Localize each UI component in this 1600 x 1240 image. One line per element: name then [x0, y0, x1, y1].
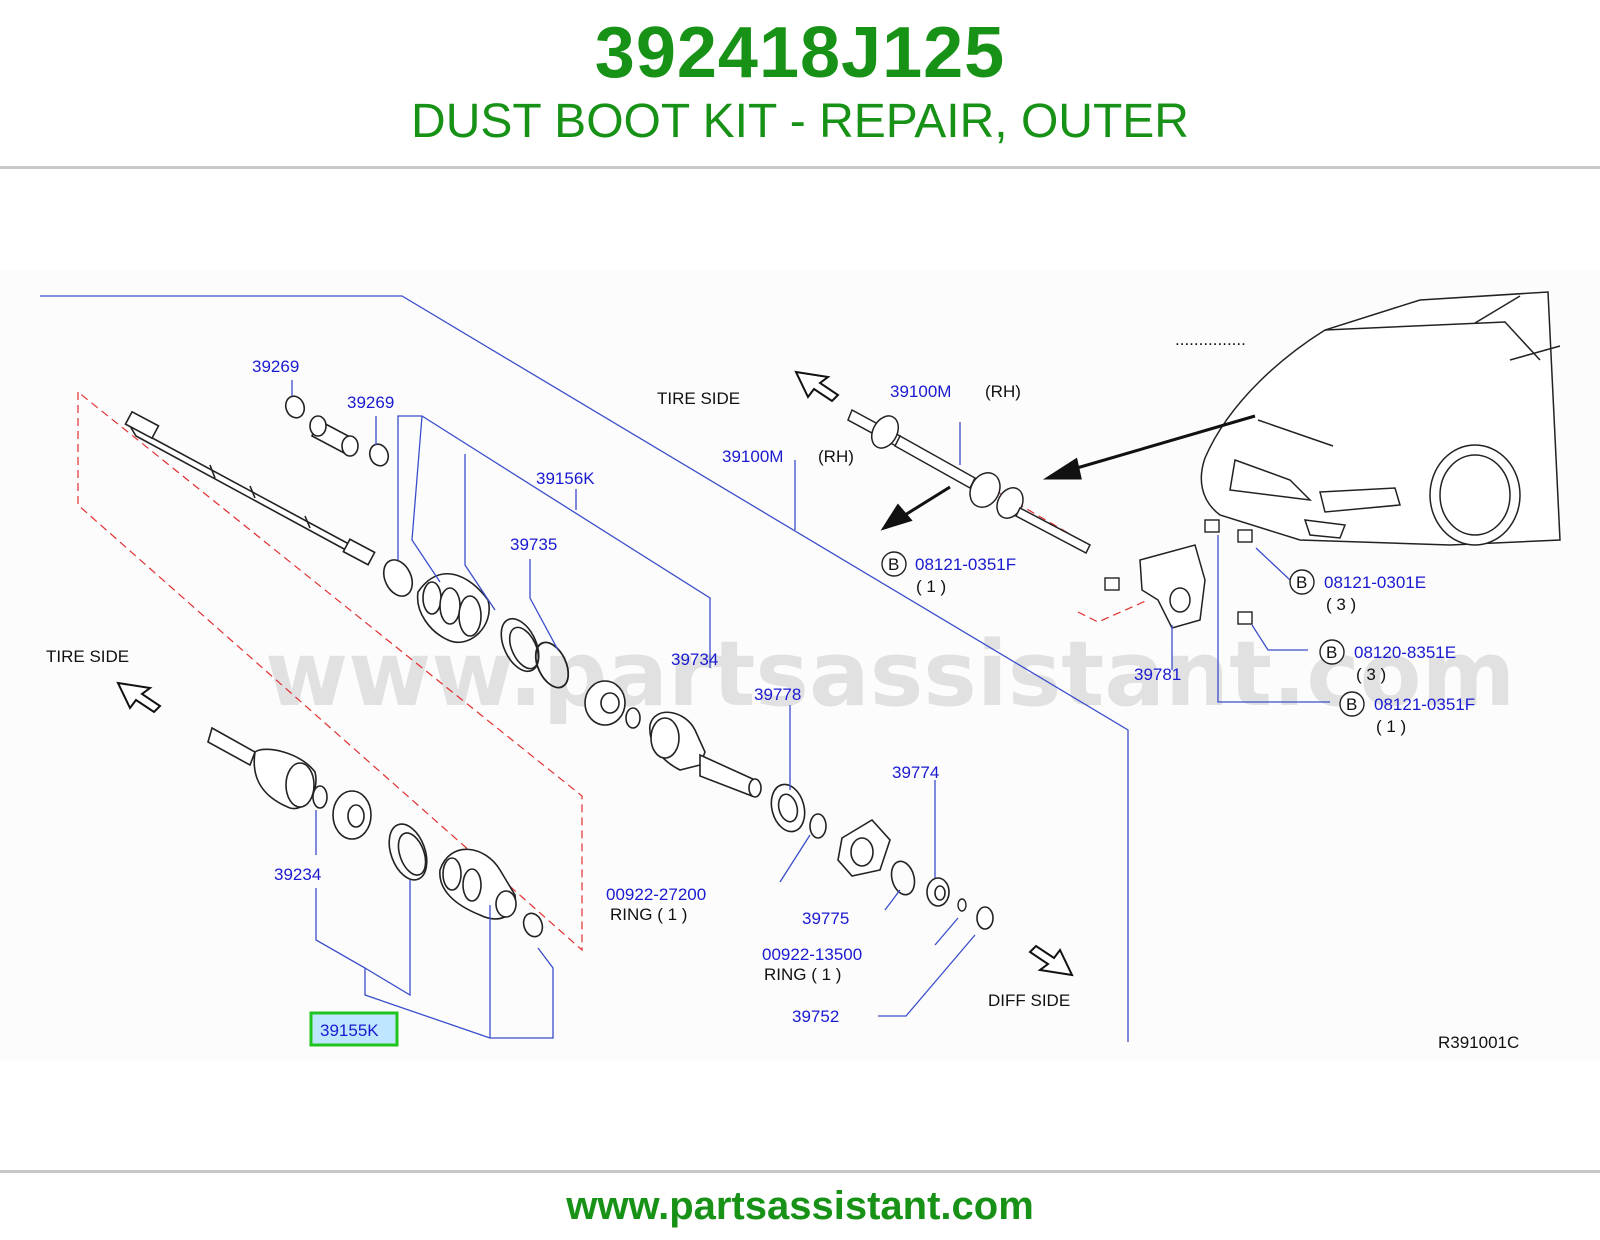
callout-39269-b[interactable]: 39269 — [347, 393, 394, 412]
rh-label-a: (RH) — [985, 382, 1021, 401]
callout-39774[interactable]: 39774 — [892, 763, 939, 782]
leader-lines — [291, 380, 1330, 1039]
arrow-tire-side-top — [794, 370, 840, 403]
callout-39734[interactable]: 39734 — [671, 650, 718, 669]
tire-side-label-top: TIRE SIDE — [657, 389, 740, 408]
footer-divider — [0, 1170, 1600, 1173]
callout-39269-a[interactable]: 39269 — [252, 357, 299, 376]
qty-d: ( 1 ) — [1376, 717, 1406, 736]
pointer-arrows — [880, 414, 1256, 531]
circlip-lower — [312, 785, 328, 809]
bolt-set — [1104, 519, 1253, 625]
bolt-callout-d[interactable]: B 08121-0351F ( 1 ) — [1339, 691, 1475, 736]
boot-band-large — [382, 559, 414, 597]
tire-side-label-left: TIRE SIDE — [46, 647, 129, 666]
callout-39155k-highlighted[interactable]: 39155K — [320, 1021, 379, 1040]
vehicle-outline — [1200, 291, 1561, 546]
circlip — [625, 707, 641, 729]
footer-website-link[interactable]: www.partsassistant.com — [566, 1184, 1034, 1228]
reference-code: R391001C — [1438, 1033, 1519, 1052]
callout-00922-27200[interactable]: 00922-27200 — [606, 885, 706, 904]
callout-08121-0351f-a[interactable]: 08121-0351F — [915, 555, 1016, 574]
callout-39234[interactable]: 39234 — [274, 865, 321, 884]
ring-qty-1: RING ( 1 ) — [610, 905, 687, 924]
seal-ring — [770, 783, 806, 833]
callout-39778[interactable]: 39778 — [754, 685, 801, 704]
callout-08121-0351f-b[interactable]: 08121-0351F — [1374, 695, 1475, 714]
inner-race — [332, 790, 372, 840]
dots-leader: ............... — [1175, 330, 1246, 349]
bolt-callout-c[interactable]: B 08120-8351E ( 3 ) — [1319, 639, 1456, 684]
callout-39156k[interactable]: 39156K — [536, 469, 595, 488]
qty-b: ( 3 ) — [1326, 595, 1356, 614]
callout-08121-0301e[interactable]: 08121-0301E — [1324, 573, 1426, 592]
diff-side-label: DIFF SIDE — [988, 991, 1070, 1010]
callout-39100m-b[interactable]: 39100M — [722, 447, 783, 466]
header-divider — [0, 166, 1600, 169]
callout-00922-13500[interactable]: 00922-13500 — [762, 945, 862, 964]
pin — [957, 898, 967, 912]
boot-band-ring — [500, 617, 540, 673]
arrow-tire-side-left — [116, 681, 162, 714]
bushing — [926, 877, 950, 907]
callout-39775[interactable]: 39775 — [802, 909, 849, 928]
hub-flange — [837, 818, 891, 877]
qty-a: ( 1 ) — [916, 577, 946, 596]
boot-band-lower — [388, 823, 428, 881]
highlight-box — [309, 1011, 399, 1047]
boot-inner — [416, 573, 490, 643]
bolt-callout-a[interactable]: B 08121-0351F ( 1 ) — [881, 551, 1016, 596]
washer — [809, 813, 827, 839]
damper-sleeve — [309, 415, 359, 457]
snap-ring — [534, 641, 570, 689]
qty-c: ( 3 ) — [1356, 665, 1386, 684]
small-nut — [976, 906, 994, 930]
outer-race-housing — [649, 711, 762, 798]
o-ring — [890, 860, 916, 896]
outer-cv-joint — [207, 726, 317, 810]
ring-qty-2: RING ( 1 ) — [764, 965, 841, 984]
callout-39752[interactable]: 39752 — [792, 1007, 839, 1026]
small-band-lower — [522, 912, 544, 938]
callout-39781[interactable]: 39781 — [1134, 665, 1181, 684]
b-marker: B — [1346, 695, 1357, 714]
hub-bracket — [1139, 544, 1206, 629]
b-marker: B — [1326, 643, 1337, 662]
part-number-title: 392418J125 — [594, 13, 1006, 93]
axle-assembly-rh — [847, 408, 1091, 555]
callout-08120-8351e[interactable]: 08120-8351E — [1354, 643, 1456, 662]
frame-leader — [40, 295, 1129, 1042]
rh-label-b: (RH) — [818, 447, 854, 466]
callout-39735[interactable]: 39735 — [510, 535, 557, 554]
boot-lower — [439, 848, 517, 920]
callout-39100m-a[interactable]: 39100M — [890, 382, 951, 401]
joint-spider — [584, 680, 626, 726]
watermark-text: www.partsassistant.com — [265, 622, 1515, 727]
band-clamp-small — [284, 395, 306, 419]
b-marker: B — [1296, 573, 1307, 592]
axle-shaft — [124, 410, 376, 566]
part-description: DUST BOOT KIT - REPAIR, OUTER — [411, 95, 1189, 148]
bolt-callout-b[interactable]: B 08121-0301E ( 3 ) — [1289, 569, 1426, 614]
band-clamp-small-2 — [368, 443, 390, 467]
b-marker: B — [888, 555, 899, 574]
arrow-diff-side — [1028, 944, 1074, 977]
